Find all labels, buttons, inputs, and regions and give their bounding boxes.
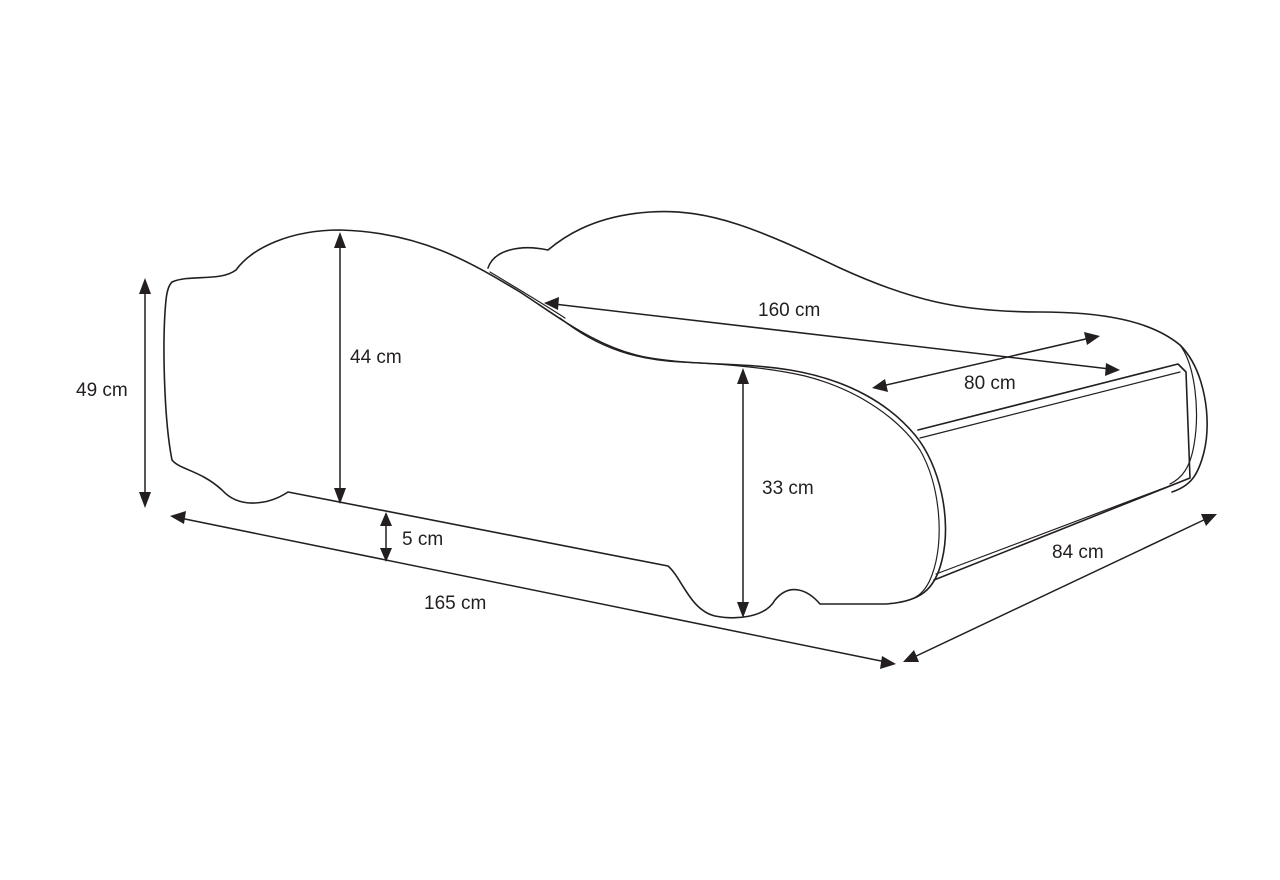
arrowhead — [139, 492, 151, 508]
rear-side-panel — [487, 210, 1208, 493]
arrowhead — [380, 548, 392, 562]
dim-mattress-length-line — [553, 303, 1111, 370]
bed-outline — [163, 210, 1208, 619]
label-overall-height: 49 cm — [76, 380, 128, 401]
dim-overall-length-line — [179, 517, 887, 663]
rear-panel-edge — [1169, 344, 1198, 485]
arrowhead — [880, 656, 896, 669]
label-side-panel-height: 44 cm — [350, 347, 402, 368]
dimension-labels: 49 cm 44 cm 5 cm 165 cm 160 cm 80 cm 33 … — [76, 300, 1104, 614]
label-footboard-height: 33 cm — [762, 478, 814, 499]
arrowhead — [380, 512, 392, 526]
label-overall-length: 165 cm — [424, 593, 486, 614]
dim-mattress-width-line — [881, 337, 1091, 387]
label-mattress-length: 160 cm — [758, 300, 820, 321]
dim-overall-width-line — [911, 517, 1209, 659]
arrowhead — [1201, 514, 1217, 526]
arrowhead — [544, 297, 559, 310]
rear-panel-rim — [489, 271, 566, 319]
arrowhead — [903, 650, 919, 662]
arrowhead — [737, 602, 749, 618]
end-board-inner — [919, 371, 1181, 439]
arrowhead — [1084, 332, 1100, 345]
arrowhead — [872, 379, 888, 392]
arrowhead — [334, 232, 346, 248]
arrowhead — [334, 488, 346, 504]
label-clearance: 5 cm — [402, 529, 443, 550]
end-board-bottom — [935, 477, 1191, 575]
arrowhead — [139, 278, 151, 294]
arrowhead — [170, 511, 186, 524]
label-overall-width: 84 cm — [1052, 542, 1104, 563]
front-panel-rim — [559, 317, 940, 603]
dimension-lines — [139, 232, 1217, 669]
arrowhead — [737, 368, 749, 384]
front-side-panel — [163, 229, 947, 619]
label-mattress-width: 80 cm — [964, 373, 1016, 394]
arrowhead — [1105, 363, 1120, 376]
end-board — [917, 363, 1191, 581]
